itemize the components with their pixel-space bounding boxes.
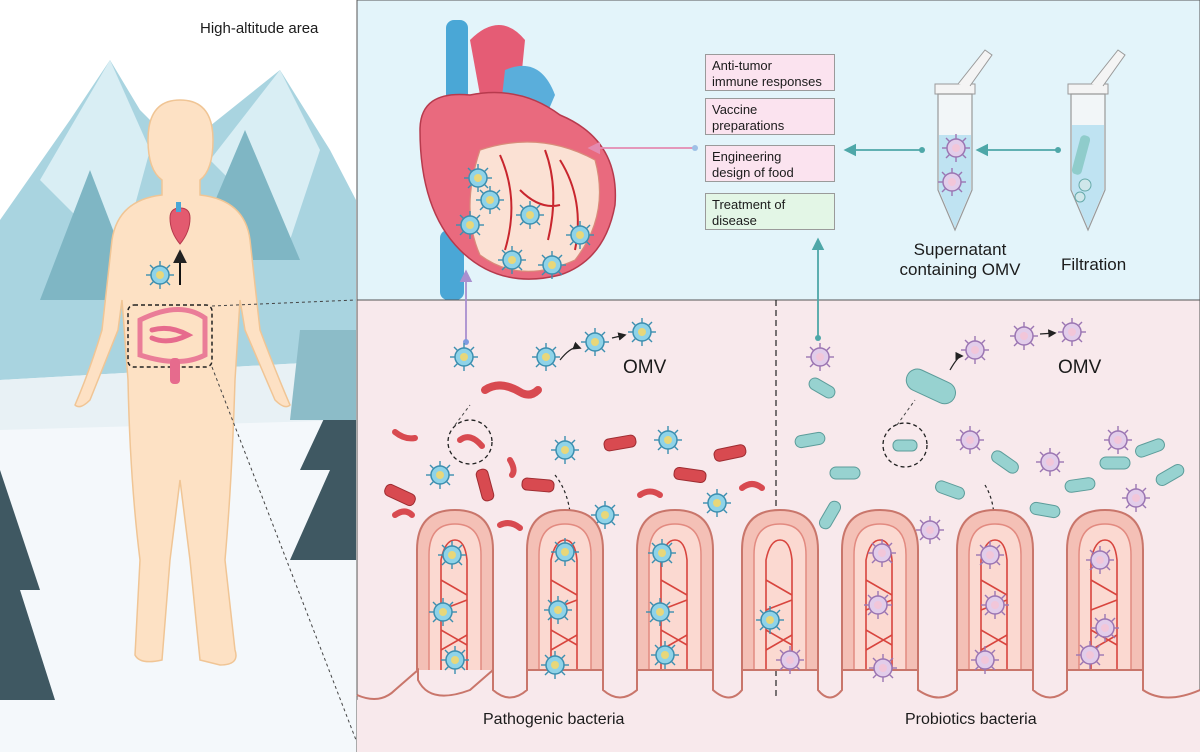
probiotic-omv-release xyxy=(805,317,1087,405)
application-vaccine: Vaccine preparations xyxy=(705,98,835,135)
application-anti-tumor: Anti-tumor immune responses xyxy=(705,54,835,91)
region-label: High-altitude area xyxy=(200,20,319,37)
heart-illustration xyxy=(419,20,617,300)
application-food-engineering: Engineering design of food xyxy=(705,145,835,182)
supernatant-label: Supernatant containing OMV xyxy=(899,240,1021,279)
intestinal-villi xyxy=(356,509,1200,752)
omv-label-left: OMV xyxy=(623,357,667,378)
probiotic-zoom-circle xyxy=(882,422,928,468)
filtration-tube xyxy=(1067,49,1126,232)
omv-label-right: OMV xyxy=(1058,357,1102,378)
human-body-figure xyxy=(74,99,357,741)
pathogenic-caption: Pathogenic bacteria xyxy=(483,711,625,728)
pathogen-zoom-circle xyxy=(447,419,493,465)
application-treatment: Treatment of disease xyxy=(705,193,835,230)
supernatant-tube xyxy=(934,49,993,232)
probiotics-caption: Probiotics bacteria xyxy=(905,711,1037,728)
pathogen-omv-release xyxy=(449,317,657,399)
pathogenic-bacteria-cluster xyxy=(382,425,765,531)
filtration-label: Filtration xyxy=(1061,255,1127,274)
